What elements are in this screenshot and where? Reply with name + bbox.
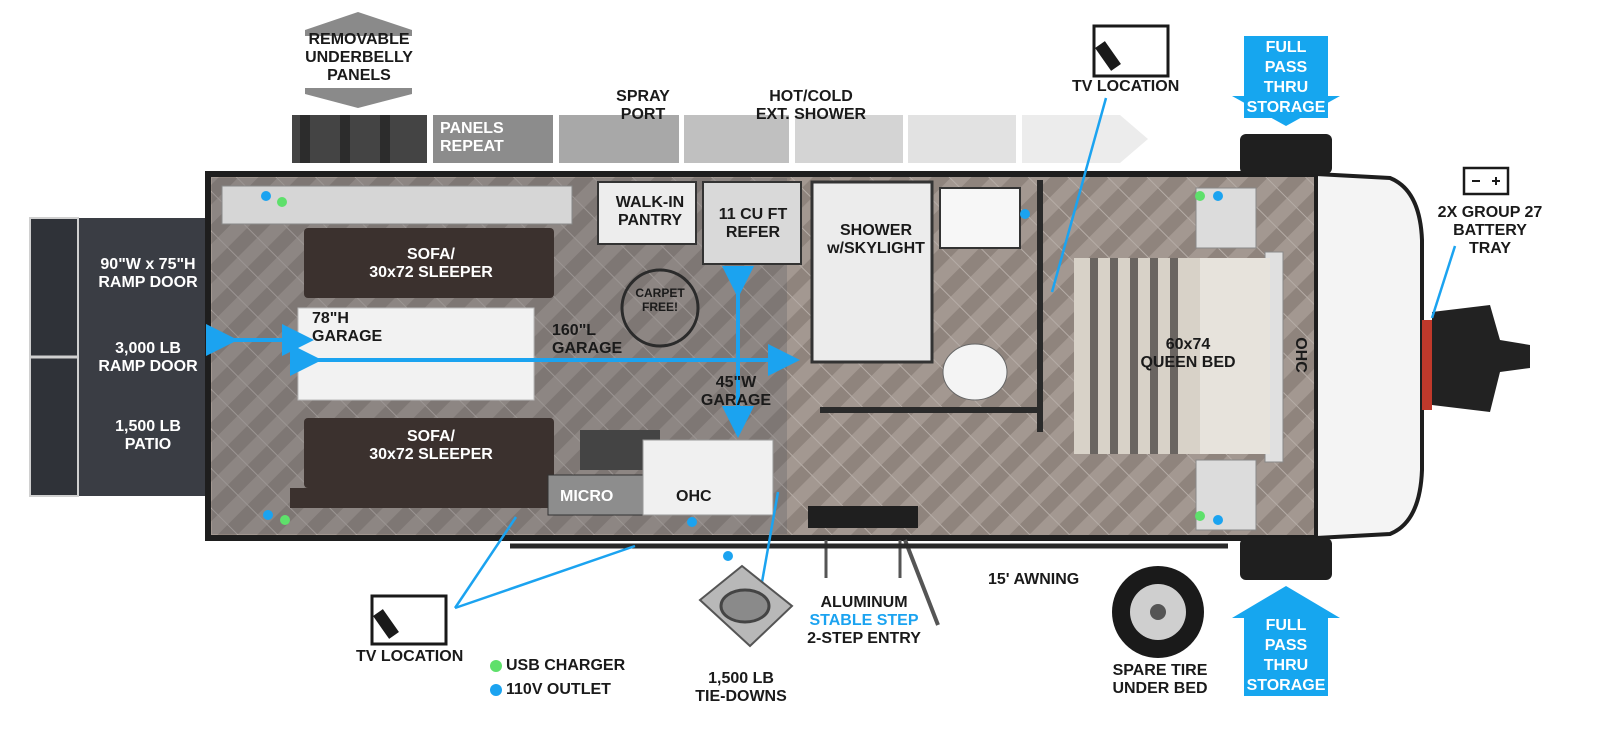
front-cap (1314, 171, 1424, 541)
double-arrow-icon (305, 12, 412, 108)
sofa-bottom-label: SOFA/30x72 SLEEPER (369, 428, 493, 463)
awning-label: 15' AWNING (988, 571, 1080, 588)
tv-location-top-label: TV LOCATION (1072, 78, 1180, 95)
usb-charger-legend: USB CHARGER (506, 657, 626, 674)
underbelly-panels (292, 115, 1148, 163)
ohc-kitchen-label: OHC (676, 488, 712, 505)
outlet-legend: 110V OUTLET (506, 681, 611, 698)
micro-label: MICRO (560, 488, 614, 505)
ohc-front-label: OHC (1291, 337, 1309, 373)
tie-down-icon (698, 564, 794, 648)
toilet (942, 343, 1008, 401)
sofa-bottom (304, 418, 554, 488)
outlets (261, 191, 1223, 561)
battery-icon (1462, 166, 1510, 196)
tv-remote-icon (370, 24, 1170, 646)
ramp-door (29, 217, 210, 497)
hitch (1422, 305, 1530, 412)
tv-location-bottom-label: TV LOCATION (356, 648, 464, 665)
sofa-top-label: SOFA/30x72 SLEEPER (369, 246, 493, 281)
sofa-top (304, 228, 554, 298)
dimension-arrows (206, 266, 800, 438)
spare-tire-icon (1112, 566, 1204, 658)
